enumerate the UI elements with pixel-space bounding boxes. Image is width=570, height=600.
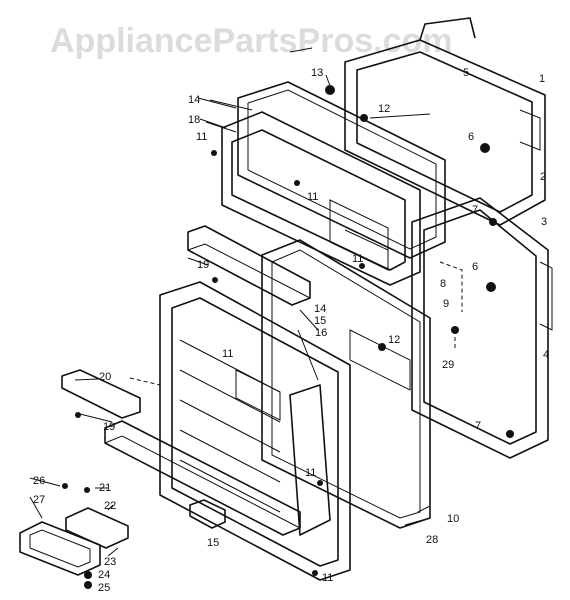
callout-4: 4 <box>543 349 549 361</box>
callout-12-a: 12 <box>378 103 390 115</box>
callout-15-b: 15 <box>207 537 219 549</box>
callout-26: 26 <box>33 475 45 487</box>
callout-11-d: 11 <box>222 348 233 360</box>
callout-25: 25 <box>98 582 110 594</box>
callout-1: 1 <box>539 73 545 85</box>
dairy-door-bar <box>61 369 141 419</box>
callout-28: 28 <box>426 534 438 546</box>
butter-compartment <box>19 507 129 576</box>
callout-8: 8 <box>440 278 446 290</box>
leader-lines <box>74 47 431 557</box>
callout-22: 22 <box>104 500 116 512</box>
callout-3: 3 <box>541 216 547 228</box>
callout-arrows <box>29 97 237 519</box>
callout-20: 20 <box>99 371 111 383</box>
callout-5: 5 <box>463 67 469 79</box>
callout-11-f: 11 <box>322 572 333 584</box>
fresh-food-door-outer-panel <box>411 197 553 459</box>
callout-15-a: 15 <box>314 315 326 327</box>
callout-11-c: 11 <box>352 253 363 265</box>
callout-2: 2 <box>540 171 546 183</box>
callout-19-a: 19 <box>197 259 209 271</box>
callout-24: 24 <box>98 569 110 581</box>
fresh-food-inner-liner <box>159 281 351 581</box>
callout-14-a: 14 <box>188 94 200 106</box>
callout-6-lower: 6 <box>472 261 478 273</box>
callout-11-e: 11 <box>305 467 316 479</box>
fresh-food-door-gasket <box>261 239 431 529</box>
callout-11-b: 11 <box>307 191 318 203</box>
callout-23: 23 <box>104 556 116 568</box>
callout-27: 27 <box>33 494 45 506</box>
freezer-door-gasket <box>237 81 446 259</box>
callout-10: 10 <box>447 513 459 525</box>
callout-19-b: 19 <box>103 421 115 433</box>
callout-21: 21 <box>99 482 111 494</box>
watermark: AppliancePartsPros.com <box>50 22 452 60</box>
lower-door-bar <box>104 420 301 536</box>
callout-18: 18 <box>188 114 200 126</box>
callout-11-a: 11 <box>196 131 207 143</box>
callout-13: 13 <box>311 67 323 79</box>
callout-29: 29 <box>442 359 454 371</box>
callout-12-b: 12 <box>388 334 400 346</box>
callout-7-lower: 7 <box>475 420 481 432</box>
freezer-shelf-bar <box>187 225 311 306</box>
freezer-door-outer-panel <box>344 17 546 226</box>
hardware-screws <box>62 85 514 589</box>
small-shelf-bar <box>189 499 226 529</box>
callout-6-upper: 6 <box>468 131 474 143</box>
callout-7-upper: 7 <box>472 204 478 216</box>
freezer-inner-liner <box>221 111 421 286</box>
callout-16: 16 <box>315 327 327 339</box>
callout-14-b: 14 <box>314 303 326 315</box>
callout-9: 9 <box>443 298 449 310</box>
